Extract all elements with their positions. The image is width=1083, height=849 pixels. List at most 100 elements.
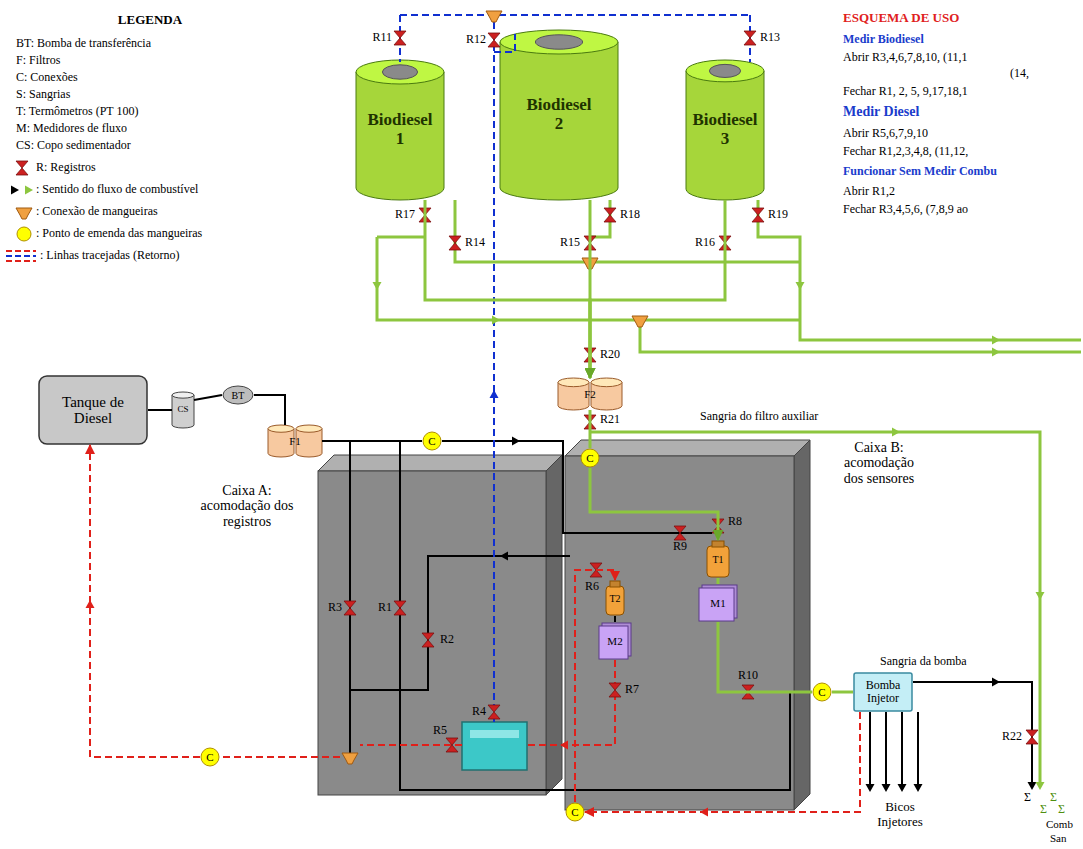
connection-point: C [565, 802, 585, 822]
diesel-line [870, 712, 918, 786]
flow-arrow [892, 428, 900, 437]
valve-box-shape [318, 455, 562, 471]
valve-box-shape [546, 455, 562, 795]
thermometer-shape [707, 546, 729, 577]
node-label: C [571, 806, 578, 818]
valve-label: R6 [585, 580, 599, 594]
thermometer: T2 [605, 580, 625, 616]
annotation: Abrir R3,4,6,7,8,10, (11,1 [843, 51, 968, 65]
annotation: San [1050, 832, 1067, 845]
annotation: (14, [1010, 67, 1029, 81]
connection-point-shape [566, 803, 584, 821]
valve-symbol [394, 31, 406, 45]
connection-point: C [812, 682, 832, 702]
flow-arrow [490, 390, 499, 398]
legend-samples [17, 227, 31, 241]
legend-text: M: Medidores de fluxo [16, 122, 127, 136]
flow-arrow [914, 784, 923, 792]
pipe-connector [590, 200, 725, 378]
flow-arrow [1036, 782, 1045, 790]
node-label: Biodiesel 2 [526, 96, 591, 133]
valve-label: R11 [372, 31, 392, 45]
valve-label: R19 [768, 208, 788, 222]
valve-label: R22 [1002, 730, 1022, 744]
injection-pump: Bomba Injetor [853, 672, 913, 712]
annotation: Σ [1050, 791, 1057, 805]
connection-point: C [580, 448, 600, 468]
transfer-pump: BT [222, 385, 254, 405]
legend-text: BT: Bomba de transferência [16, 37, 151, 51]
transfer-pump-shape [223, 386, 253, 404]
filter-shape [268, 425, 294, 432]
node-label: BT [232, 390, 245, 401]
biodiesel-line [640, 320, 1081, 352]
filter: F2 [558, 378, 622, 410]
valve-label: R12 [466, 33, 486, 47]
flow-arrow [11, 186, 19, 195]
flow-arrow [992, 348, 1000, 357]
valve-label: R5 [433, 724, 447, 738]
pipe-connector [254, 395, 285, 425]
annotation: Medir Biodiesel [843, 33, 924, 47]
valve-label: R21 [600, 413, 620, 427]
connection-point-shape [201, 748, 219, 766]
flow-arrow [512, 437, 520, 446]
sensor-box-shape [794, 440, 810, 810]
annotation: Medir Diesel [843, 104, 919, 120]
thermometer-shape [606, 586, 624, 615]
annotation: Sangria da bomba [880, 655, 967, 669]
annotation: Σ [1024, 791, 1031, 805]
flow-arrow [882, 784, 891, 792]
legend-text: CS: Copo sedimentador [16, 139, 131, 153]
flow-meter-shape [699, 588, 734, 621]
node-label: C [586, 452, 593, 464]
legend-text: : Linhas tracejadas (Retorno) [40, 249, 180, 263]
node-label: M1 [710, 597, 725, 609]
hose-connector [16, 208, 32, 219]
valve-label: R4 [472, 705, 486, 719]
node-label: M2 [607, 635, 622, 647]
biodiesel-tank: Biodiesel 1 [356, 60, 444, 200]
flow-meter-shape [599, 626, 628, 659]
thermometer: T1 [706, 540, 730, 578]
node-label: F2 [584, 388, 596, 400]
sensor-box-shape [565, 440, 810, 456]
flow-arrow [25, 186, 33, 195]
sediment-cup-shape [172, 392, 194, 398]
node-label: C [818, 686, 825, 698]
sediment-cup-shape [172, 395, 194, 428]
pipe-connector [717, 578, 720, 584]
filter-shape [558, 378, 589, 387]
valve-label: R20 [600, 348, 620, 362]
hose-connector [486, 11, 502, 22]
node-label: Biodiesel 3 [692, 111, 757, 148]
valve-symbol [674, 526, 686, 540]
flow-arrow [992, 336, 1000, 345]
valve-symbol [752, 208, 764, 222]
legend-text: T: Termômetros (PT 100) [16, 105, 138, 119]
annotation: Fechar R3,4,5,6, (7,8,9 ao [843, 203, 968, 217]
pump-block [470, 730, 519, 738]
filter-shape [296, 425, 322, 432]
pipe-connector [614, 616, 616, 622]
biodiesel-line [758, 200, 800, 320]
pump-block [462, 722, 527, 770]
node-label: T2 [609, 593, 620, 604]
valve-label: R14 [465, 236, 485, 250]
pipe-connector [90, 445, 200, 757]
connection-point-shape [581, 449, 599, 467]
flow-arrow [373, 282, 382, 290]
legend-text: : Conexão de mangueiras [36, 205, 158, 219]
return-line-red [220, 756, 340, 758]
diesel-tank: Tanque de Diesel [38, 375, 148, 445]
annotation: LEGENDA [118, 13, 182, 28]
biodiesel-line [800, 320, 1081, 340]
legend-samples [6, 260, 36, 262]
annotation: Abrir R5,6,7,9,10 [843, 127, 928, 141]
pipe-connector [148, 409, 172, 411]
annotation: Funcionar Sem Medir Combu [843, 165, 997, 179]
node-label: CS [177, 405, 188, 415]
valve-label: R1 [378, 601, 392, 615]
legend-text: : Ponto de emenda das mangueiras [36, 227, 202, 241]
node-label: Caixa B: acomodação dos sensores [837, 440, 921, 486]
